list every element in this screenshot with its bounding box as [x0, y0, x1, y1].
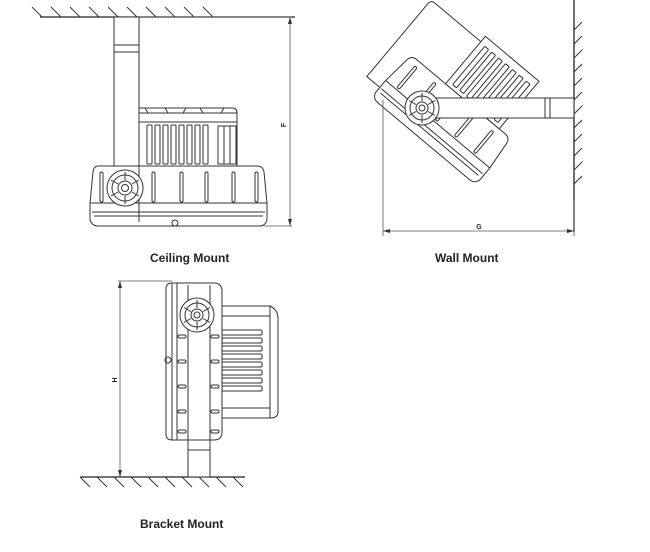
- housing-rib: [99, 171, 104, 203]
- bracket-driver-housing: [221, 305, 279, 419]
- wall-mount-drawing: G: [366, 0, 583, 236]
- knob-spoke: [202, 307, 211, 312]
- hatch-mark: [113, 476, 125, 488]
- bracket-mount-drawing: H: [79, 280, 279, 488]
- heat-sink-fin: [146, 124, 153, 165]
- housing-rib: [210, 359, 220, 364]
- knob-spoke: [408, 111, 417, 116]
- hatch-mark: [145, 6, 157, 18]
- floor-surface: [79, 476, 245, 488]
- housing-rib: [177, 359, 187, 364]
- housing-rib: [177, 429, 187, 434]
- knob-spoke: [183, 307, 192, 312]
- housing-rib: [210, 409, 220, 414]
- heat-sink-fin: [459, 52, 496, 94]
- housing-rib: [177, 334, 187, 339]
- knob-spoke: [183, 318, 192, 323]
- hatch-mark: [573, 133, 583, 143]
- hatch-mark: [573, 161, 583, 171]
- heat-sink-fin: [154, 124, 161, 165]
- caption-ceiling-mount: Ceiling Mount: [150, 251, 230, 265]
- hatch-mark: [107, 6, 119, 18]
- hatch-mark: [79, 476, 91, 488]
- ceiling-driver-housing: [138, 107, 238, 167]
- dimension-label-h: H: [112, 377, 119, 382]
- knob-spoke: [427, 111, 436, 116]
- dimension-label-g: G: [476, 224, 482, 231]
- hatch-mark: [96, 476, 108, 488]
- bracket-adjust-knob: [179, 297, 215, 333]
- heat-sink-fin: [194, 124, 201, 165]
- dimension-label-f: F: [281, 122, 288, 127]
- housing-rib: [177, 409, 187, 414]
- heat-sink-fin: [170, 124, 177, 165]
- knob-spoke: [110, 179, 119, 185]
- ceiling-surface: [31, 6, 295, 18]
- hatch-mark: [573, 49, 583, 59]
- knob-spoke: [202, 318, 211, 323]
- wall-adjust-knob: [404, 90, 440, 126]
- wall-surface: [573, 0, 583, 232]
- hatch-mark: [126, 6, 138, 18]
- housing-rib: [473, 130, 494, 154]
- hatch-mark: [573, 147, 583, 157]
- dimension-f: F: [139, 16, 292, 227]
- hatch-mark: [573, 21, 583, 31]
- knob-spoke: [131, 191, 140, 197]
- heat-sink-fin: [202, 124, 209, 165]
- housing-rib: [231, 171, 236, 203]
- hatch-mark: [573, 105, 583, 115]
- housing-rib: [204, 171, 209, 203]
- housing-rib: [179, 171, 184, 203]
- hatch-mark: [69, 6, 81, 18]
- hatch-mark: [573, 35, 583, 45]
- ceiling-mount-drawing: F: [31, 6, 295, 227]
- housing-rib: [254, 171, 259, 203]
- heat-sink-fin: [452, 46, 489, 88]
- hatch-mark: [573, 175, 583, 185]
- dimension-h: H: [112, 280, 172, 477]
- hatch-mark: [573, 77, 583, 87]
- housing-rib: [210, 384, 220, 389]
- knob-spoke: [427, 100, 436, 105]
- housing-rib: [151, 171, 156, 203]
- heat-sink-fin: [186, 124, 193, 165]
- dimension-g: G: [382, 100, 575, 236]
- hatch-mark: [573, 91, 583, 101]
- hatch-mark: [130, 476, 142, 488]
- wall-lamp-body: [366, 1, 540, 183]
- hatch-mark: [202, 6, 214, 18]
- housing-rib: [210, 429, 220, 434]
- housing-rib: [210, 334, 220, 339]
- hatch-mark: [31, 6, 43, 18]
- heat-sink-fin: [178, 124, 185, 165]
- heat-sink-fin: [162, 124, 169, 165]
- ceiling-adjust-knob: [106, 169, 144, 207]
- knob-spoke: [408, 100, 417, 105]
- hatch-mark: [147, 476, 159, 488]
- ceiling-lamp-body: [89, 165, 268, 227]
- hatch-mark: [181, 476, 193, 488]
- housing-rib: [177, 384, 187, 389]
- hatch-mark: [50, 6, 62, 18]
- housing-rib: [396, 66, 418, 90]
- hatch-mark: [573, 63, 583, 73]
- hatch-mark: [183, 6, 195, 18]
- hatch-mark: [164, 476, 176, 488]
- hatch-mark: [573, 119, 583, 129]
- knob-spoke: [131, 179, 140, 185]
- hatch-mark: [198, 476, 210, 488]
- hatch-mark: [232, 476, 244, 488]
- hatch-mark: [88, 6, 100, 18]
- knob-spoke: [110, 191, 119, 197]
- hatch-mark: [215, 476, 227, 488]
- caption-bracket-mount: Bracket Mount: [140, 517, 224, 531]
- wall-arm: [424, 97, 575, 119]
- hatch-mark: [164, 6, 176, 18]
- caption-wall-mount: Wall Mount: [435, 251, 499, 265]
